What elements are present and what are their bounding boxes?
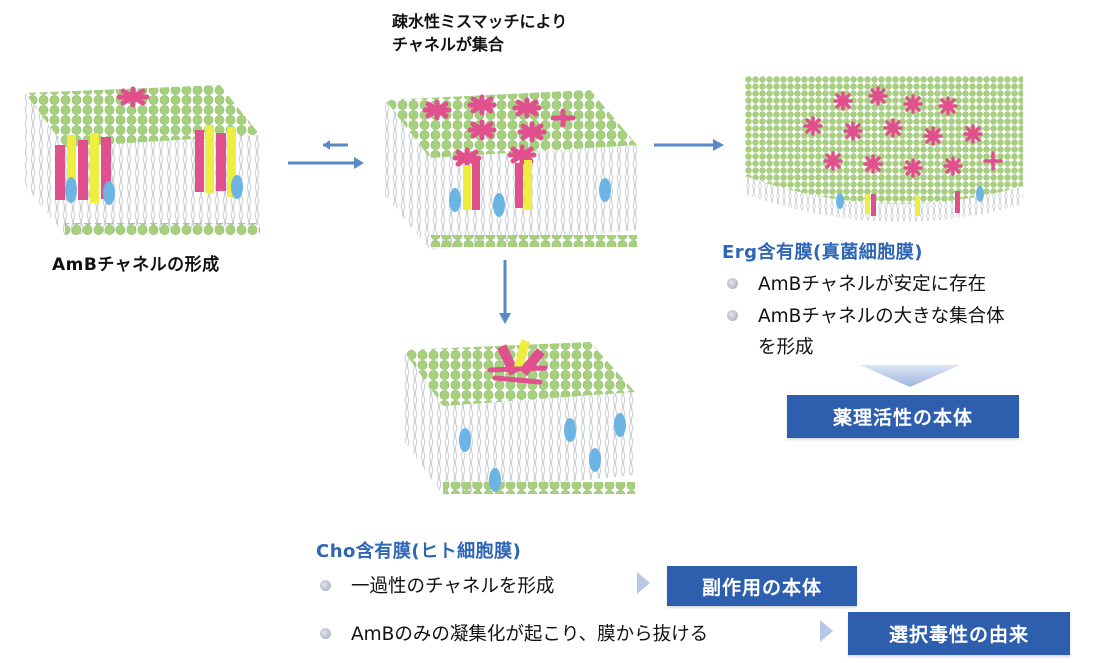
erg-bullet-2-cont-text: を形成 <box>758 337 814 358</box>
erg-bullet-1: AmBチャネルが安定に存在 <box>727 270 986 296</box>
bullet-dot-icon <box>320 579 331 591</box>
side-effect-box: 副作用の本体 <box>667 566 857 606</box>
aggregation-caption-line2: チャネルが集合 <box>392 35 504 54</box>
arrow-down-to-cho <box>499 260 511 324</box>
bullet-dot-icon <box>727 277 738 289</box>
chevron-down-icon <box>860 365 960 387</box>
erg-heading: Erg含有膜(真菌細胞膜) <box>722 242 924 263</box>
erg-bullet-1-text: AmBチャネルが安定に存在 <box>758 274 987 295</box>
erg-bullet-2-text: AmBチャネルの大きな集合体 <box>758 306 1005 327</box>
aggregation-caption-line1: 疎水性ミスマッチにより <box>392 12 568 31</box>
arrow-right-icon <box>637 572 650 594</box>
cho-heading: Cho含有膜(ヒト細胞膜) <box>316 541 522 562</box>
bullet-dot-icon <box>727 309 738 321</box>
cho-row-2-text: AmBのみの凝集化が起こり、膜から抜ける <box>351 624 709 645</box>
erg-bullet-2: AmBチャネルの大きな集合体 <box>727 302 1005 328</box>
membrane-channel-formation-illustration <box>25 85 260 235</box>
cho-row-1: 一過性のチャネルを形成 <box>320 572 554 598</box>
bullet-dot-icon <box>320 627 331 639</box>
equilibrium-arrows <box>288 140 364 169</box>
arrow-right-icon <box>820 620 833 642</box>
channel-formation-caption: AmBチャネルの形成 <box>52 255 220 275</box>
arrow-right-to-erg <box>654 139 724 151</box>
membrane-erg-illustration <box>745 76 1023 222</box>
pharmacological-activity-box: 薬理活性の本体 <box>787 395 1019 438</box>
erg-bullet-2-continued: を形成 <box>758 333 814 359</box>
membrane-cho-illustration <box>403 339 635 495</box>
membrane-aggregated-channels-illustration <box>385 90 637 250</box>
aggregation-caption: 疎水性ミスマッチにより チャネルが集合 <box>392 10 632 56</box>
selective-toxicity-box: 選択毒性の由来 <box>848 612 1070 655</box>
cho-row-2: AmBのみの凝集化が起こり、膜から抜ける <box>320 620 708 646</box>
cho-row-1-text: 一過性のチャネルを形成 <box>351 576 555 597</box>
